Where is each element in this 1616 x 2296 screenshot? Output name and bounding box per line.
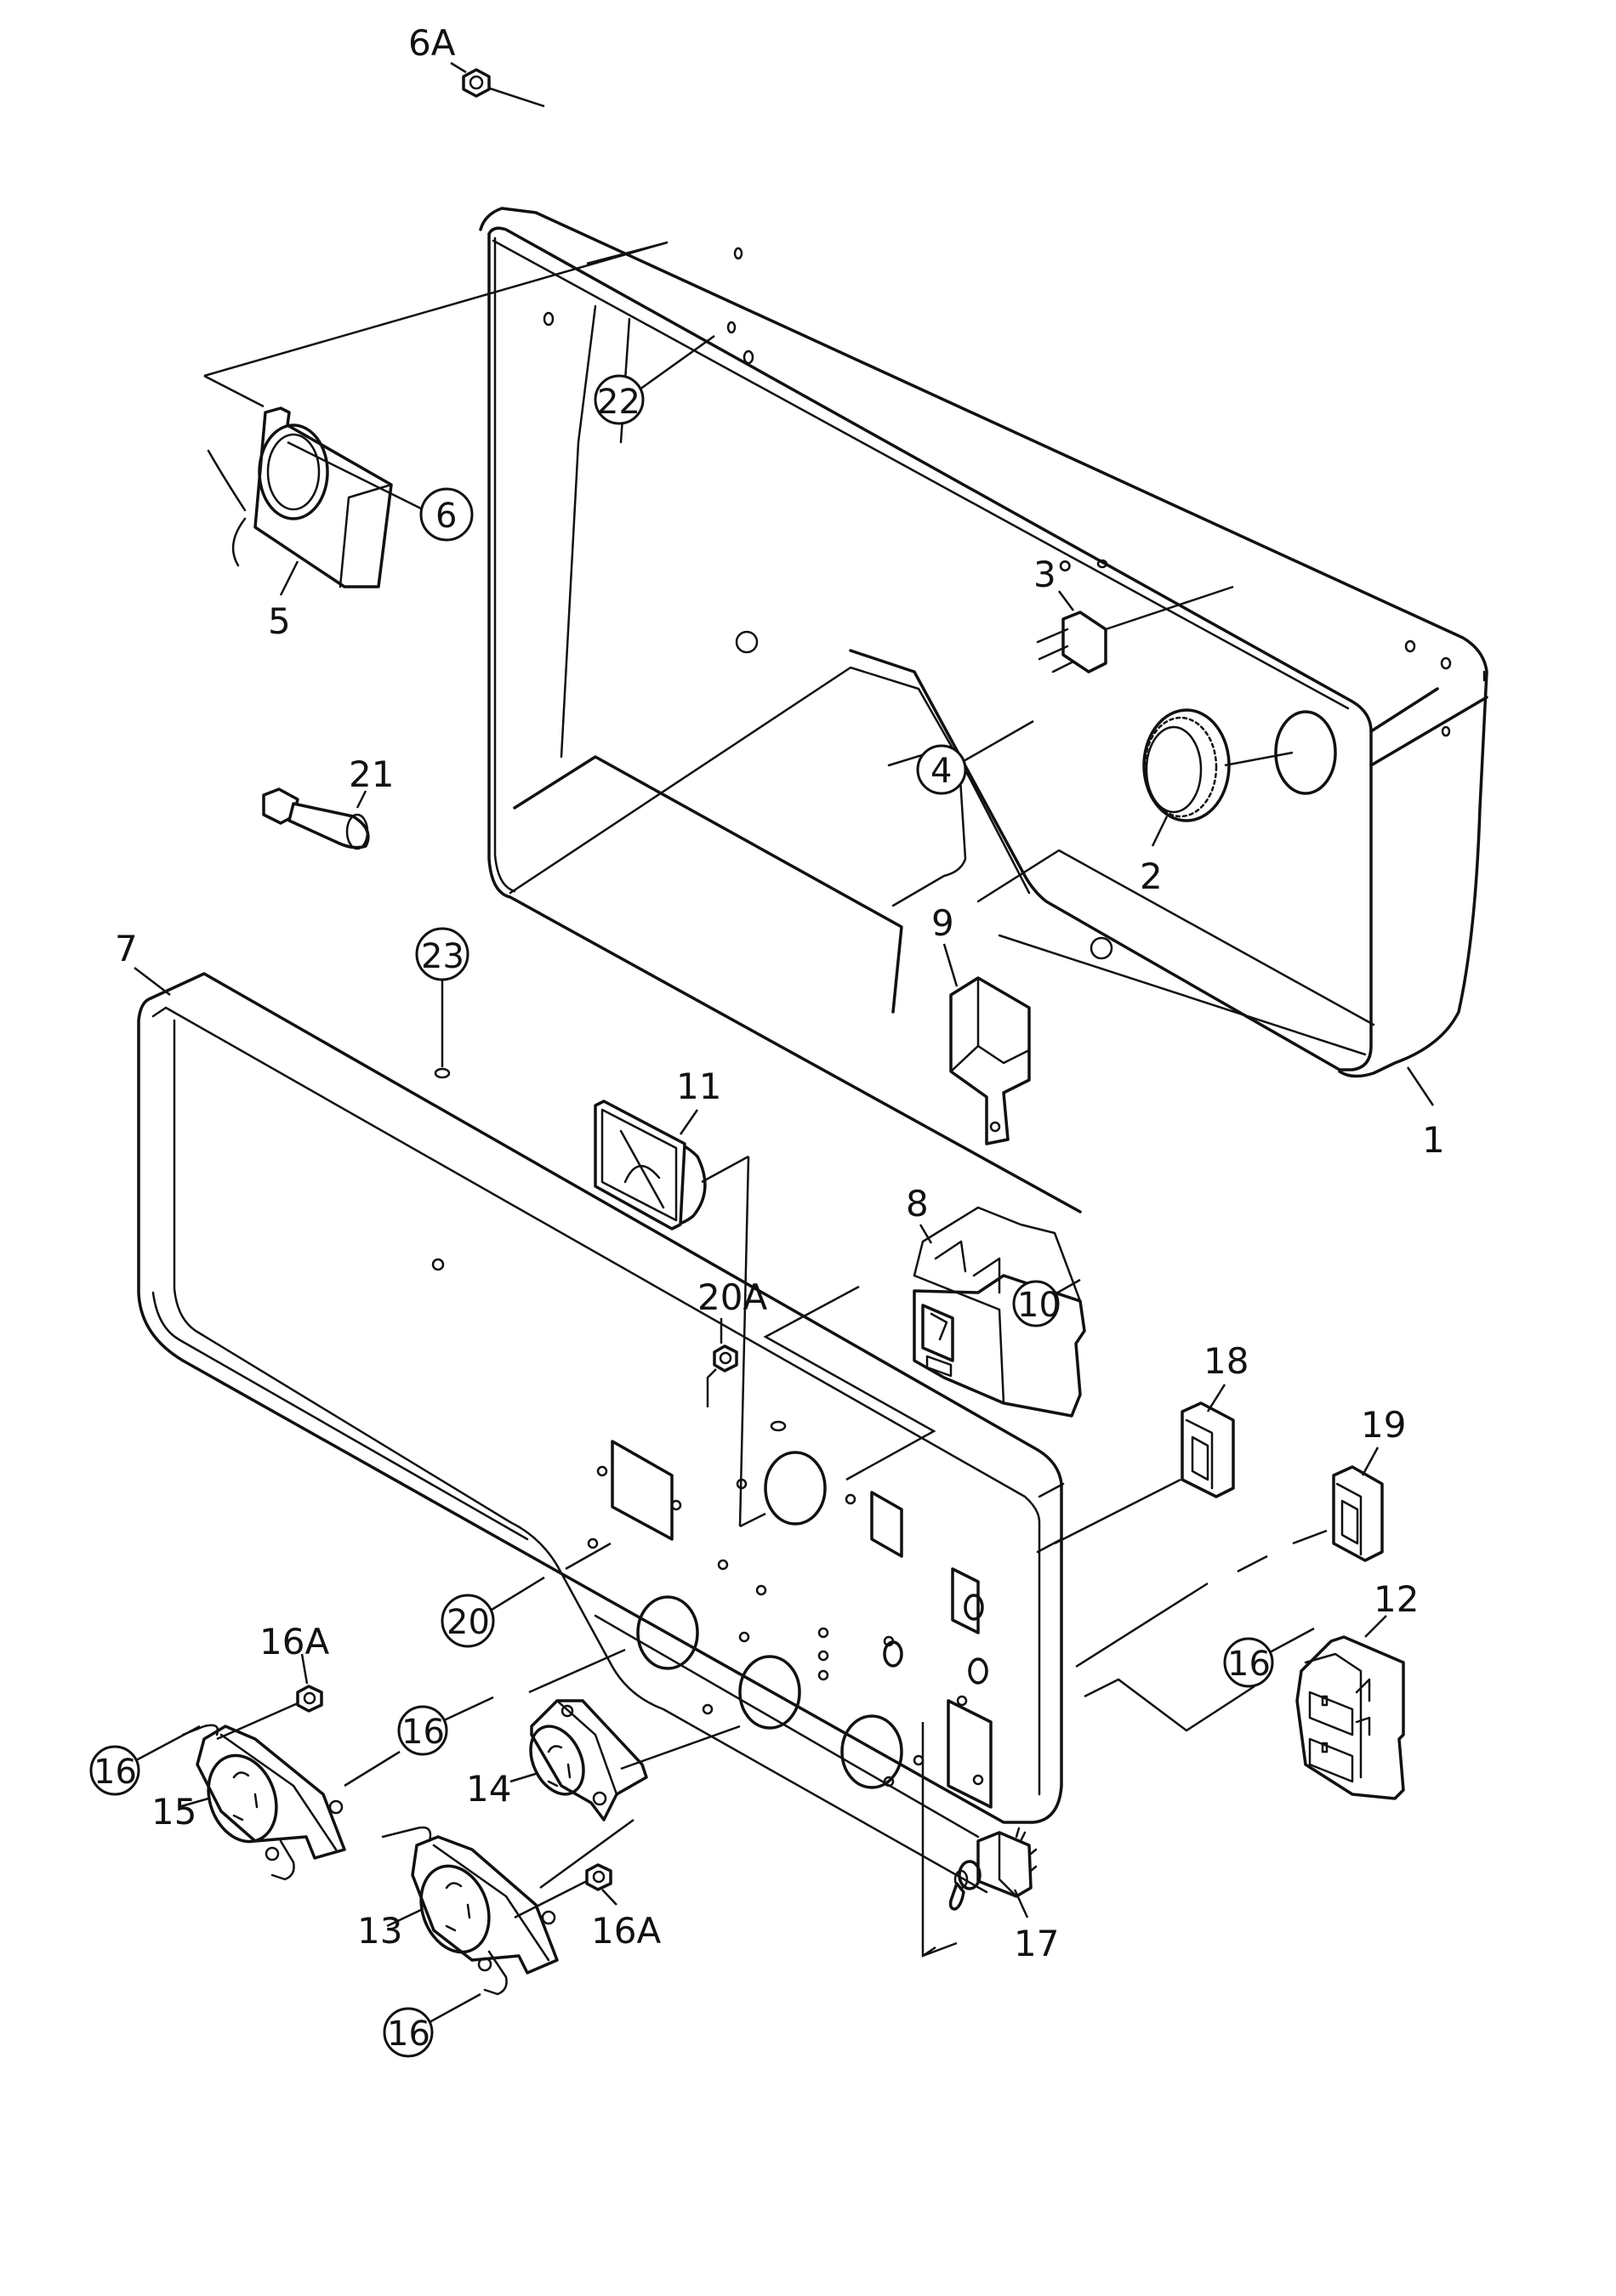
label-19: 19: [1361, 1404, 1406, 1446]
label-20A: 20A: [697, 1276, 767, 1318]
label-13: 13: [357, 1910, 402, 1952]
label-23: 23: [421, 937, 464, 976]
callout-10: 10: [1012, 1278, 1081, 1327]
label-6: 6: [435, 497, 457, 536]
callout-16-a: 16: [89, 1725, 201, 1796]
label-21: 21: [349, 753, 394, 795]
callout-6: 6: [287, 440, 474, 542]
callout-1: 1: [1406, 1066, 1445, 1161]
hex-nut-16A-bottom: 16A: [514, 1863, 661, 1952]
callout-22: 22: [594, 334, 715, 425]
label-4: 4: [930, 752, 952, 791]
rocker-switch-part-18: 18: [1054, 1340, 1249, 1545]
connector-part-3: 3°: [1033, 554, 1234, 673]
bulb-part-21: 21: [262, 753, 394, 850]
label-22: 22: [597, 383, 640, 422]
label-18: 18: [1203, 1340, 1249, 1382]
label-16-gfci: 16: [1227, 1645, 1271, 1684]
hex-nut-20A: 20A: [697, 1276, 767, 1407]
label-16A-bottom: 16A: [591, 1910, 661, 1952]
control-box-housing: [479, 207, 1488, 1213]
label-3: 3°: [1033, 554, 1074, 595]
lamp-socket-part-5: 5: [207, 406, 393, 642]
callout-4: 4: [916, 719, 1034, 795]
label-10: 10: [1017, 1286, 1061, 1325]
label-8: 8: [906, 1183, 929, 1225]
label-20: 20: [447, 1603, 490, 1642]
label-16-b: 16: [401, 1713, 445, 1752]
label-6A: 6A: [408, 22, 456, 64]
twist-lock-receptacle-part-14: 14: [466, 1699, 741, 1821]
callout-20: 20: [441, 1542, 612, 1648]
label-11: 11: [676, 1066, 721, 1107]
label-5: 5: [268, 600, 291, 642]
label-7: 7: [115, 928, 138, 969]
meter-part-11: 11: [594, 1066, 766, 1528]
twist-lock-receptacle-part-15: 15: [151, 1724, 401, 1881]
label-12: 12: [1374, 1578, 1419, 1620]
callout-7: 7: [115, 928, 171, 996]
label-17: 17: [1014, 1923, 1059, 1964]
front-panel: [137, 972, 1065, 1894]
twist-lock-receptacle-part-13: 13: [357, 1818, 634, 1996]
grommet-part-2: 2: [1140, 708, 1294, 897]
toggle-switch-part-17: 17: [948, 1827, 1059, 1964]
label-1: 1: [1422, 1119, 1445, 1161]
gfci-receptacle-part-12: 12: [1295, 1578, 1419, 1800]
label-9: 9: [931, 902, 954, 944]
label-16-a: 16: [94, 1753, 137, 1792]
bracket-part-9: 9: [931, 902, 1031, 1145]
label-16A-top: 16A: [259, 1621, 329, 1662]
hex-nut-16A-top: 16A: [216, 1621, 329, 1741]
label-2: 2: [1140, 855, 1163, 897]
hex-nut-6A: 6A: [408, 22, 545, 108]
label-16-c: 16: [387, 2015, 430, 2054]
label-15: 15: [151, 1791, 196, 1833]
callout-23: 23: [415, 927, 469, 1079]
label-14: 14: [466, 1768, 511, 1810]
callout-16-b: 16: [397, 1648, 626, 1756]
callout-16-c: 16: [383, 1992, 481, 2058]
callout-16-gfci: 16: [1223, 1627, 1315, 1688]
rocker-switch-part-19: 19: [1075, 1404, 1406, 1668]
